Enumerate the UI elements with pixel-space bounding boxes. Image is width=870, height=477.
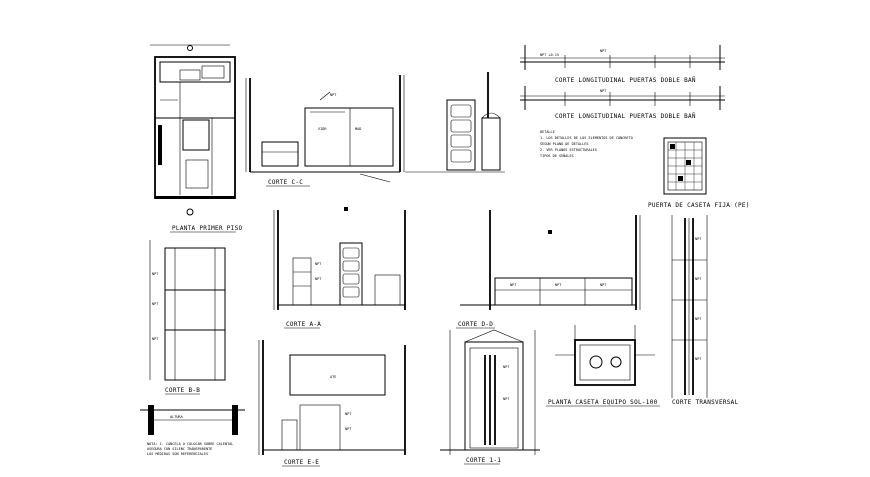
label-corte-e-e: CORTE E-E [284, 459, 319, 466]
svg-text:NPT: NPT [600, 283, 607, 287]
svg-text:NPT: NPT [152, 337, 159, 341]
north-arrow-icon [187, 45, 193, 51]
svg-text:NPT: NPT [600, 89, 607, 93]
svg-text:VIDR: VIDR [318, 127, 327, 131]
svg-text:NPT: NPT [695, 357, 702, 361]
svg-text:DETALLE: DETALLE [540, 130, 555, 134]
svg-text:TIPOS DE SEÑALES: TIPOS DE SEÑALES [540, 153, 574, 158]
svg-text:NPT: NPT [330, 93, 337, 97]
svg-text:NPT: NPT [152, 302, 159, 306]
section-marker-icon [186, 208, 194, 216]
detalle-inferior-izquierdo: ALTURA NOTA: 1. CANCELA A COLOCAR SOBRE … [140, 405, 245, 456]
svg-text:NPT: NPT [695, 277, 702, 281]
label-puerta-caseta-fija: PUERTA DE CASETA FIJA (PE) [648, 202, 750, 209]
label-corte-longitudinal-2: CORTE LONGITUDINAL PUERTAS DOBLE BAÑ [555, 113, 696, 120]
svg-text:NPT: NPT [345, 427, 352, 431]
svg-text:NPT: NPT [600, 49, 607, 53]
svg-text:1. LOS DETALLES DE LOS ELEMENT: 1. LOS DETALLES DE LOS ELEMENTOS DE CONC… [540, 136, 633, 140]
corte-a-a: NPT NPT CORTE A-A [273, 210, 406, 329]
corte-transversal: NPT NPT NPT NPT CORTE TRANSVERSAL [671, 215, 739, 406]
label-corte-longitudinal-1: CORTE LONGITUDINAL PUERTAS DOBLE BAÑ [555, 77, 696, 84]
svg-text:ATE: ATE [330, 375, 336, 379]
planta-caseta-equipo: PLANTA CASETA EQUIPO SOL-100 [546, 325, 660, 407]
label-corte-a-a: CORTE A-A [286, 321, 321, 328]
label-planta-primer-piso: PLANTA PRIMER PISO [172, 225, 243, 232]
corte-longitudinal: NPT +0.15 NPT CORTE LONGITUDINAL PUERTAS… [520, 45, 725, 158]
svg-text:NPT: NPT [152, 272, 159, 276]
nota-1: NOTA: 1. CANCELA A COLOCAR SOBRE CALENTA… [147, 442, 233, 446]
svg-text:2. VER PLANOS ESTRUCTURALES: 2. VER PLANOS ESTRUCTURALES [540, 148, 597, 152]
svg-text:MAD: MAD [355, 127, 361, 131]
corte-e-e: ATE NPT NPT CORTE E-E [258, 340, 406, 467]
svg-text:NPT +0.15: NPT +0.15 [540, 53, 559, 57]
label-corte-b-b: CORTE B-B [165, 387, 200, 394]
svg-text:NPT: NPT [345, 412, 352, 416]
svg-text:NPT: NPT [555, 283, 562, 287]
planta-primer-piso: PLANTA PRIMER PISO [150, 44, 243, 233]
label-corte-c-c: CORTE C-C [268, 179, 303, 186]
svg-text:NPT: NPT [315, 277, 322, 281]
label-corte-d-d: CORTE D-D [458, 321, 493, 328]
svg-text:NPT: NPT [695, 237, 702, 241]
corte-d-d: NPT NPT NPT CORTE D-D [344, 207, 641, 329]
svg-text:NPT: NPT [503, 397, 510, 401]
svg-text:SEGUN PLANO DE DETALLES: SEGUN PLANO DE DETALLES [540, 142, 588, 146]
svg-text:NPT: NPT [503, 365, 510, 369]
nota-3: LAS MEDIDAS SON REFERENCIALES [147, 452, 208, 456]
svg-text:NPT: NPT [510, 283, 517, 287]
label-corte-transversal: CORTE TRANSVERSAL [672, 399, 739, 406]
svg-text:NPT: NPT [695, 317, 702, 321]
corte-b-b: NPT NPT NPT CORTE B-B [149, 240, 226, 395]
svg-text:NPT: NPT [315, 262, 322, 266]
svg-text:ALTURA: ALTURA [170, 415, 184, 419]
corte-c-c: NPT MAD VIDR CORTE C-C [245, 75, 405, 187]
label-planta-caseta: PLANTA CASETA EQUIPO SOL-100 [548, 399, 658, 406]
label-corte-1-1: CORTE 1-1 [466, 457, 501, 464]
corte-1-1: NPT NPT CORTE 1-1 [440, 329, 540, 465]
nota-2: ASEGURA CON SILENC TRANSPARENTE [147, 447, 212, 451]
door-elevation [405, 72, 505, 173]
puerta-caseta-fija: PUERTA DE CASETA FIJA (PE) [648, 137, 750, 209]
